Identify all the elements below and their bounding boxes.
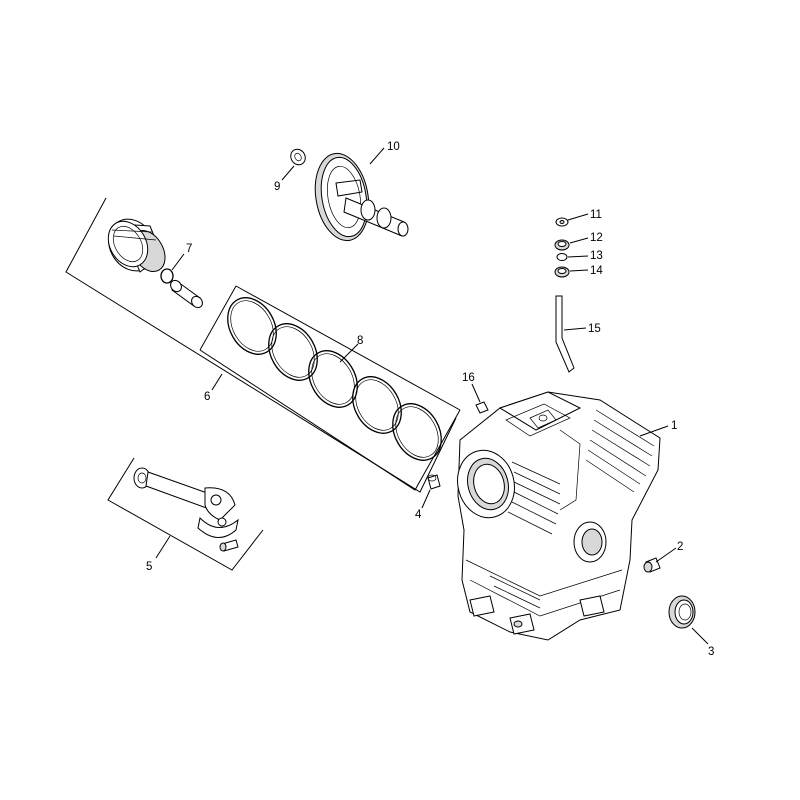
piston-ring-4	[352, 376, 402, 434]
piston	[107, 218, 166, 273]
washer-part-12	[554, 239, 570, 251]
callout-8: 8	[357, 335, 363, 347]
callout-2: 2	[677, 541, 683, 553]
callout-14: 14	[590, 265, 603, 277]
callout-7: 7	[186, 243, 192, 255]
piston-pin-circlip	[160, 268, 174, 284]
washer-part-14	[554, 266, 570, 278]
connecting-rod-bolt	[219, 539, 239, 552]
connecting-rod-frame	[107, 457, 264, 571]
piston-ring-2	[268, 323, 318, 381]
callout-4: 4	[415, 509, 422, 521]
callout-13: 13	[590, 250, 603, 262]
drain-plug	[643, 557, 661, 573]
camshaft	[343, 197, 409, 237]
rod-part-15	[555, 295, 575, 373]
callout-labels: 1 2 3 4 5 6 7 8 9 10 11 12 13 14 15 16	[146, 141, 714, 658]
callout-11: 11	[590, 209, 602, 221]
oil-seal	[668, 595, 696, 629]
piston-ring-3	[308, 350, 358, 408]
connecting-rod	[133, 467, 239, 538]
callout-10: 10	[387, 141, 400, 153]
callout-5: 5	[146, 561, 152, 573]
leader-lines	[155, 147, 709, 645]
callout-9: 9	[274, 181, 280, 193]
bushing-part-13	[556, 253, 568, 261]
callout-12: 12	[590, 232, 603, 244]
piston-pin	[170, 279, 203, 309]
piston-rings-frame	[199, 285, 461, 491]
camshaft-gear	[314, 152, 370, 242]
piston-group-frame	[65, 197, 457, 493]
camshaft-washer	[290, 148, 306, 166]
callout-15: 15	[588, 323, 601, 335]
callout-6: 6	[204, 391, 210, 403]
dowel-pin-4	[427, 474, 441, 490]
dowel-pin-16	[475, 401, 489, 414]
crankcase	[457, 391, 661, 641]
callout-16: 16	[462, 372, 475, 384]
nut-part-11	[555, 217, 569, 227]
piston-ring-5	[392, 403, 442, 461]
callout-1: 1	[671, 420, 677, 432]
piston-ring-1	[227, 297, 277, 355]
callout-3: 3	[708, 646, 714, 658]
